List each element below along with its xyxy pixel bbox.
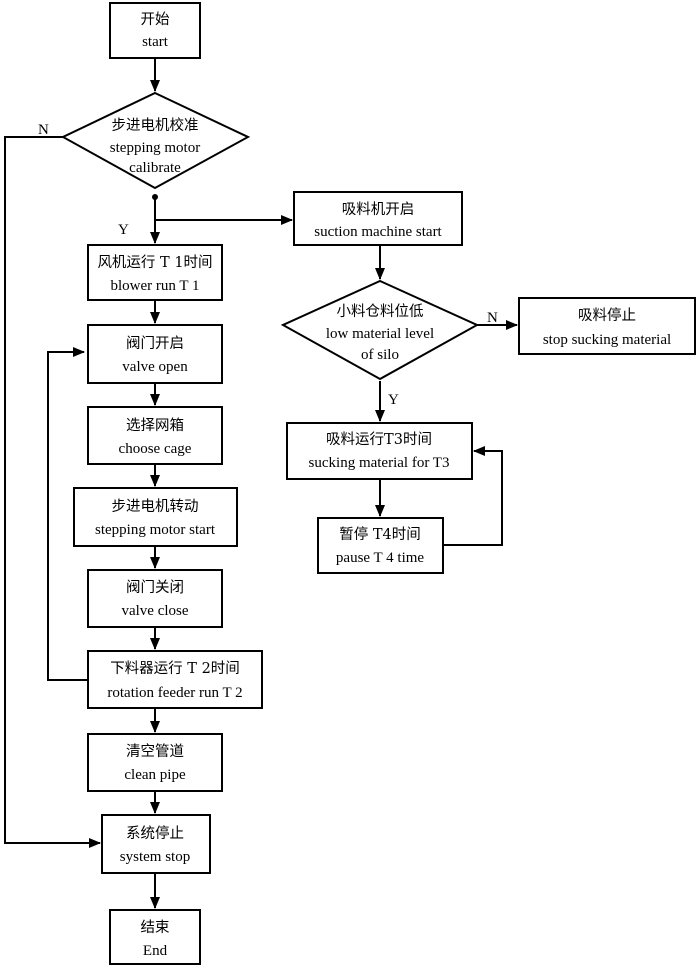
node-start-en: start	[142, 34, 169, 50]
edge-feeder-loop	[47, 347, 88, 681]
node-motor-start: 步进电机转动 stepping motor start	[73, 487, 238, 547]
node-sucking-t3-en: sucking material for T3	[309, 455, 450, 471]
node-stop-sucking-en: stop sucking material	[543, 332, 671, 348]
node-system-stop-en: system stop	[120, 849, 190, 865]
junction-dot	[152, 194, 158, 200]
node-end: 结束 End	[109, 909, 201, 965]
decision-silo-low-en1: low material level	[326, 326, 434, 342]
node-feeder-zh: 下料器运行 T 2时间	[110, 660, 240, 677]
node-valve-open-zh: 阀门开启	[126, 335, 184, 352]
node-pause-t4-en: pause T 4 time	[336, 550, 425, 566]
node-feeder-en: rotation feeder run T 2	[107, 685, 242, 701]
node-blower-zh: 风机运行 T 1时间	[97, 254, 212, 271]
node-sucking-t3: 吸料运行T3时间 sucking material for T3	[286, 422, 473, 480]
node-end-en: End	[143, 943, 168, 959]
node-motor-start-en: stepping motor start	[95, 522, 216, 538]
node-valve-close: 阀门关闭 valve close	[87, 569, 223, 628]
node-valve-close-en: valve close	[121, 603, 188, 619]
edge-calibrate-no	[4, 136, 101, 848]
node-suction-start: 吸料机开启 suction machine start	[293, 191, 463, 246]
node-choose-cage-zh: 选择网箱	[126, 417, 184, 434]
node-stop-sucking-zh: 吸料停止	[578, 307, 636, 324]
node-start: 开始 start	[109, 2, 201, 59]
node-system-stop-zh: 系统停止	[126, 825, 184, 842]
node-suction-start-zh: 吸料机开启	[342, 201, 415, 218]
node-valve-close-zh: 阀门关闭	[126, 579, 184, 596]
node-sucking-t3-zh: 吸料运行T3时间	[326, 431, 432, 448]
label-calibrate-no: N	[38, 122, 49, 138]
decision-calibrate-en2: calibrate	[129, 160, 181, 176]
decision-calibrate: 步进电机校准 stepping motor calibrate	[60, 91, 251, 190]
edges	[4, 58, 518, 909]
node-motor-start-zh: 步进电机转动	[112, 498, 199, 515]
decision-calibrate-zh: 步进电机校准	[112, 117, 199, 134]
decision-calibrate-en1: stepping motor	[110, 140, 200, 156]
node-clean-pipe-en: clean pipe	[124, 767, 186, 783]
node-suction-start-en: suction machine start	[314, 224, 442, 240]
node-blower-en: blower run T 1	[110, 278, 199, 294]
node-blower: 风机运行 T 1时间 blower run T 1	[87, 244, 223, 301]
edge-pause-loop	[443, 446, 503, 546]
node-valve-open-en: valve open	[122, 359, 188, 375]
node-choose-cage-en: choose cage	[119, 441, 192, 457]
node-end-zh: 结束	[141, 919, 170, 936]
node-system-stop: 系统停止 system stop	[101, 814, 211, 874]
decision-silo-low-en2: of silo	[361, 347, 399, 363]
label-silo-yes: Y	[388, 392, 399, 408]
node-feeder: 下料器运行 T 2时间 rotation feeder run T 2	[87, 650, 263, 709]
node-stop-sucking: 吸料停止 stop sucking material	[518, 297, 696, 355]
node-choose-cage: 选择网箱 choose cage	[87, 406, 223, 465]
node-valve-open: 阀门开启 valve open	[87, 324, 223, 384]
decision-silo-low-zh: 小料仓料位低	[337, 303, 424, 320]
node-pause-t4-zh: 暂停 T4时间	[339, 526, 421, 543]
node-clean-pipe-zh: 清空管道	[126, 743, 184, 760]
node-clean-pipe: 清空管道 clean pipe	[87, 733, 223, 792]
decision-silo-low: 小料仓料位低 low material level of silo	[280, 279, 480, 381]
label-silo-no: N	[487, 310, 498, 326]
label-calibrate-yes: Y	[118, 222, 129, 238]
node-pause-t4: 暂停 T4时间 pause T 4 time	[317, 517, 444, 574]
node-start-zh: 开始	[141, 11, 170, 28]
